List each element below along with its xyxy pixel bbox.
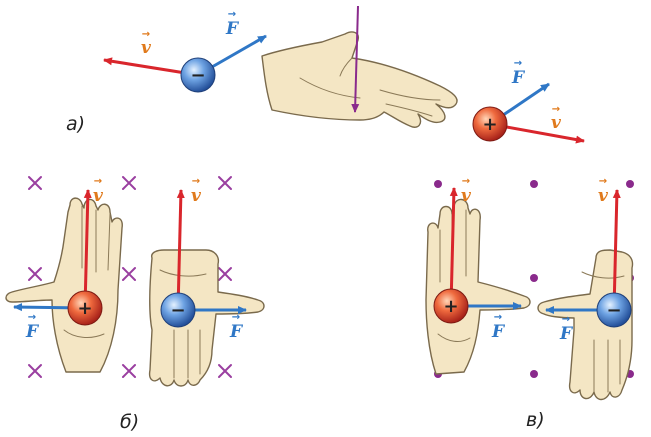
svg-text:v: v bbox=[191, 186, 202, 206]
force-label: → F bbox=[491, 312, 506, 342]
charge-sign: − bbox=[170, 300, 185, 321]
panel-c-label: в) bbox=[526, 409, 545, 431]
force-label: → F bbox=[25, 312, 40, 342]
velocity-label: → v bbox=[191, 176, 202, 206]
panel-c: + → v → F − → v → F bbox=[426, 176, 634, 431]
panel-a-label: а) bbox=[66, 113, 85, 135]
svg-text:F: F bbox=[491, 322, 506, 342]
left-hand-icon bbox=[6, 198, 122, 372]
charge-sign: − bbox=[190, 65, 205, 86]
svg-text:F: F bbox=[559, 324, 574, 344]
velocity-label: → v bbox=[551, 104, 562, 133]
svg-text:v: v bbox=[461, 186, 472, 206]
svg-text:v: v bbox=[598, 186, 609, 206]
svg-text:v: v bbox=[93, 186, 104, 206]
charge-sign: + bbox=[443, 296, 458, 317]
force-label: → F bbox=[229, 312, 244, 342]
left-hand-icon bbox=[426, 199, 530, 374]
positive-charge: + bbox=[473, 107, 507, 141]
svg-text:v: v bbox=[551, 113, 562, 133]
velocity-label: → v bbox=[598, 176, 609, 206]
positive-charge: + bbox=[434, 289, 468, 323]
panel-a: − → v → F + → F → bbox=[66, 6, 584, 141]
svg-text:F: F bbox=[511, 68, 526, 88]
velocity-label: → v bbox=[141, 29, 152, 58]
panel-b-label: б) bbox=[120, 411, 139, 433]
positive-charge: + bbox=[68, 291, 102, 325]
svg-text:v: v bbox=[141, 38, 152, 58]
svg-text:F: F bbox=[225, 19, 240, 39]
svg-text:F: F bbox=[25, 322, 40, 342]
negative-charge: − bbox=[597, 293, 631, 327]
velocity-label: → v bbox=[461, 176, 472, 206]
charge-sign: + bbox=[77, 298, 92, 319]
svg-text:F: F bbox=[229, 322, 244, 342]
negative-charge: − bbox=[161, 293, 195, 327]
charge-sign: + bbox=[482, 114, 497, 135]
charge-sign: − bbox=[606, 300, 621, 321]
force-label: → F bbox=[225, 9, 240, 39]
panel-b: + → v → F − → v → F bbox=[6, 176, 264, 433]
force-label: → F bbox=[511, 58, 526, 88]
left-hand-icon bbox=[262, 32, 457, 127]
negative-charge: − bbox=[181, 58, 215, 92]
velocity-label: → v bbox=[93, 176, 104, 206]
